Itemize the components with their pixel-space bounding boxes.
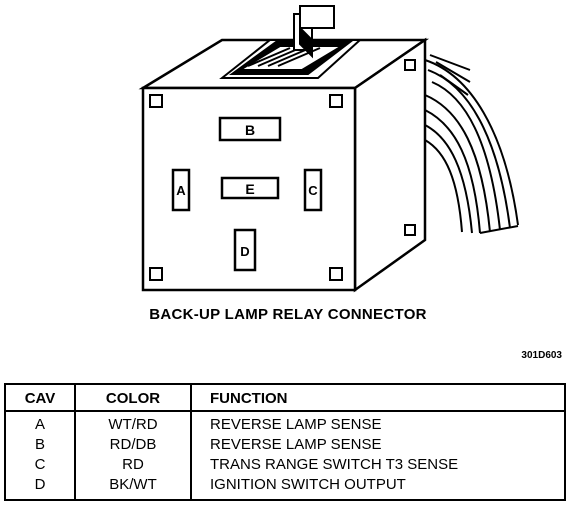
table-row: D BK/WT IGNITION SWITCH OUTPUT xyxy=(5,475,565,500)
cavity-a xyxy=(171,168,191,212)
cell-function: REVERSE LAMP SENSE xyxy=(210,436,382,453)
cavity-e xyxy=(220,176,280,200)
cavity-c-label: C xyxy=(308,183,318,198)
cavity-a-label: A xyxy=(176,183,186,198)
cell-function: IGNITION SWITCH OUTPUT xyxy=(210,476,406,493)
cell-cav: A xyxy=(5,411,76,435)
cavity-d xyxy=(233,228,257,272)
header-color: COLOR xyxy=(75,384,192,412)
table-header-row: CAV COLOR FUNCTION xyxy=(5,384,565,412)
header-cav: CAV xyxy=(5,384,76,412)
cell-color: RD/DB xyxy=(75,435,192,455)
pinout-table: CAV COLOR FUNCTION A WT/RD REVERSE LAMP … xyxy=(4,383,566,501)
diagram-caption: BACK-UP LAMP RELAY CONNECTOR xyxy=(149,306,427,323)
table-row: A WT/RD REVERSE LAMP SENSE xyxy=(5,411,565,435)
table-row: B RD/DB REVERSE LAMP SENSE xyxy=(5,435,565,455)
cell-cav: B xyxy=(5,435,76,455)
table-row: C RD TRANS RANGE SWITCH T3 SENSE xyxy=(5,455,565,475)
cell-cav: C xyxy=(5,455,76,475)
cell-color: RD xyxy=(75,455,192,475)
corner-terminals xyxy=(149,59,416,281)
cell-color: BK/WT xyxy=(75,475,192,500)
wire-bundle xyxy=(424,54,519,234)
cell-cav: D xyxy=(5,475,76,500)
cell-function: REVERSE LAMP SENSE xyxy=(210,416,382,433)
cavity-d-label: D xyxy=(240,244,249,259)
cell-color: WT/RD xyxy=(75,411,192,435)
cavity-c xyxy=(303,168,323,212)
cell-function: TRANS RANGE SWITCH T3 SENSE xyxy=(210,456,459,473)
figure-reference: 301D603 xyxy=(521,350,562,361)
header-function: FUNCTION xyxy=(191,384,565,412)
locking-tab xyxy=(219,5,363,79)
cavity-e-label: E xyxy=(245,181,254,197)
cavity-b xyxy=(218,116,282,142)
cavity-b-label: B xyxy=(245,122,255,138)
connector-illustration: B E A C D xyxy=(138,5,519,293)
